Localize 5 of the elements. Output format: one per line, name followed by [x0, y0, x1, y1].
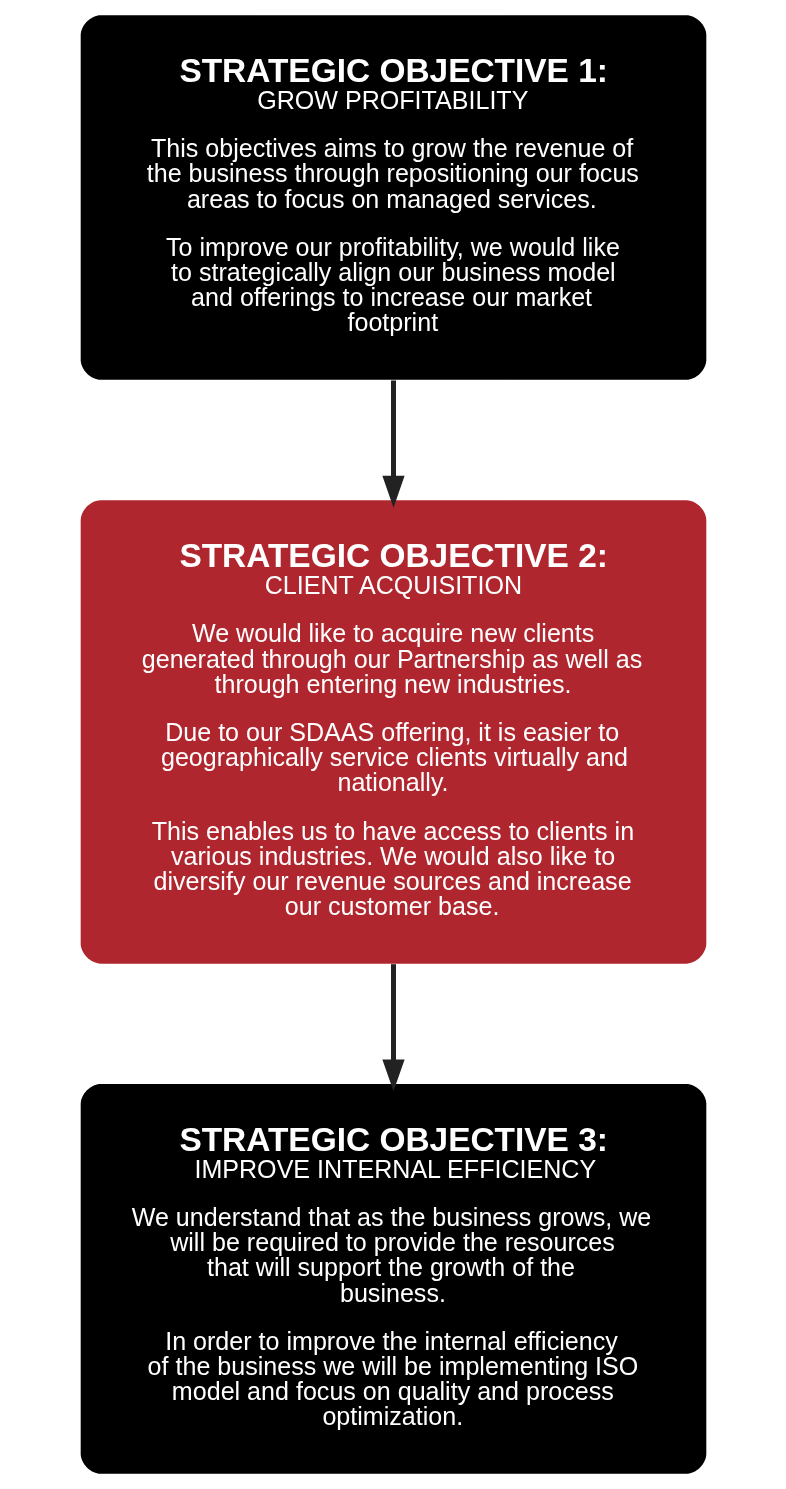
node-box: STRATEGIC OBJECTIVE 1: GROW PROFITABILITY This objectives aims to grow the revenue of the business through repositioning our focus areas to focus on managed services. To improve our profitability, we would like to strategically align our business model and offerings to increase our market footprint: [80, 15, 706, 380]
node-box: STRATEGIC OBJECTIVE 3: IMPROVE INTERNAL EFFICIENCY We understand that as the business grows, we will be required to provide the resources that will support the growth of the business. In order to improve the internal efficiency of the business we will be implementing ISO model and focus on quality and process optimization.: [80, 1084, 706, 1474]
node-box: STRATEGIC OBJECTIVE 2: CLIENT ACQUISITION We would like to acquire new clients generated through our Partnership as well as through entering new industries. Due to our SDAAS offering, it is easier to geographically service clients virtually and nationally. This enables us to have access to clients in various industries. We would also like to diversify our revenue sources and increase our customer base.: [80, 500, 706, 964]
arrow: [381, 964, 405, 1092]
arrow: [381, 380, 405, 508]
